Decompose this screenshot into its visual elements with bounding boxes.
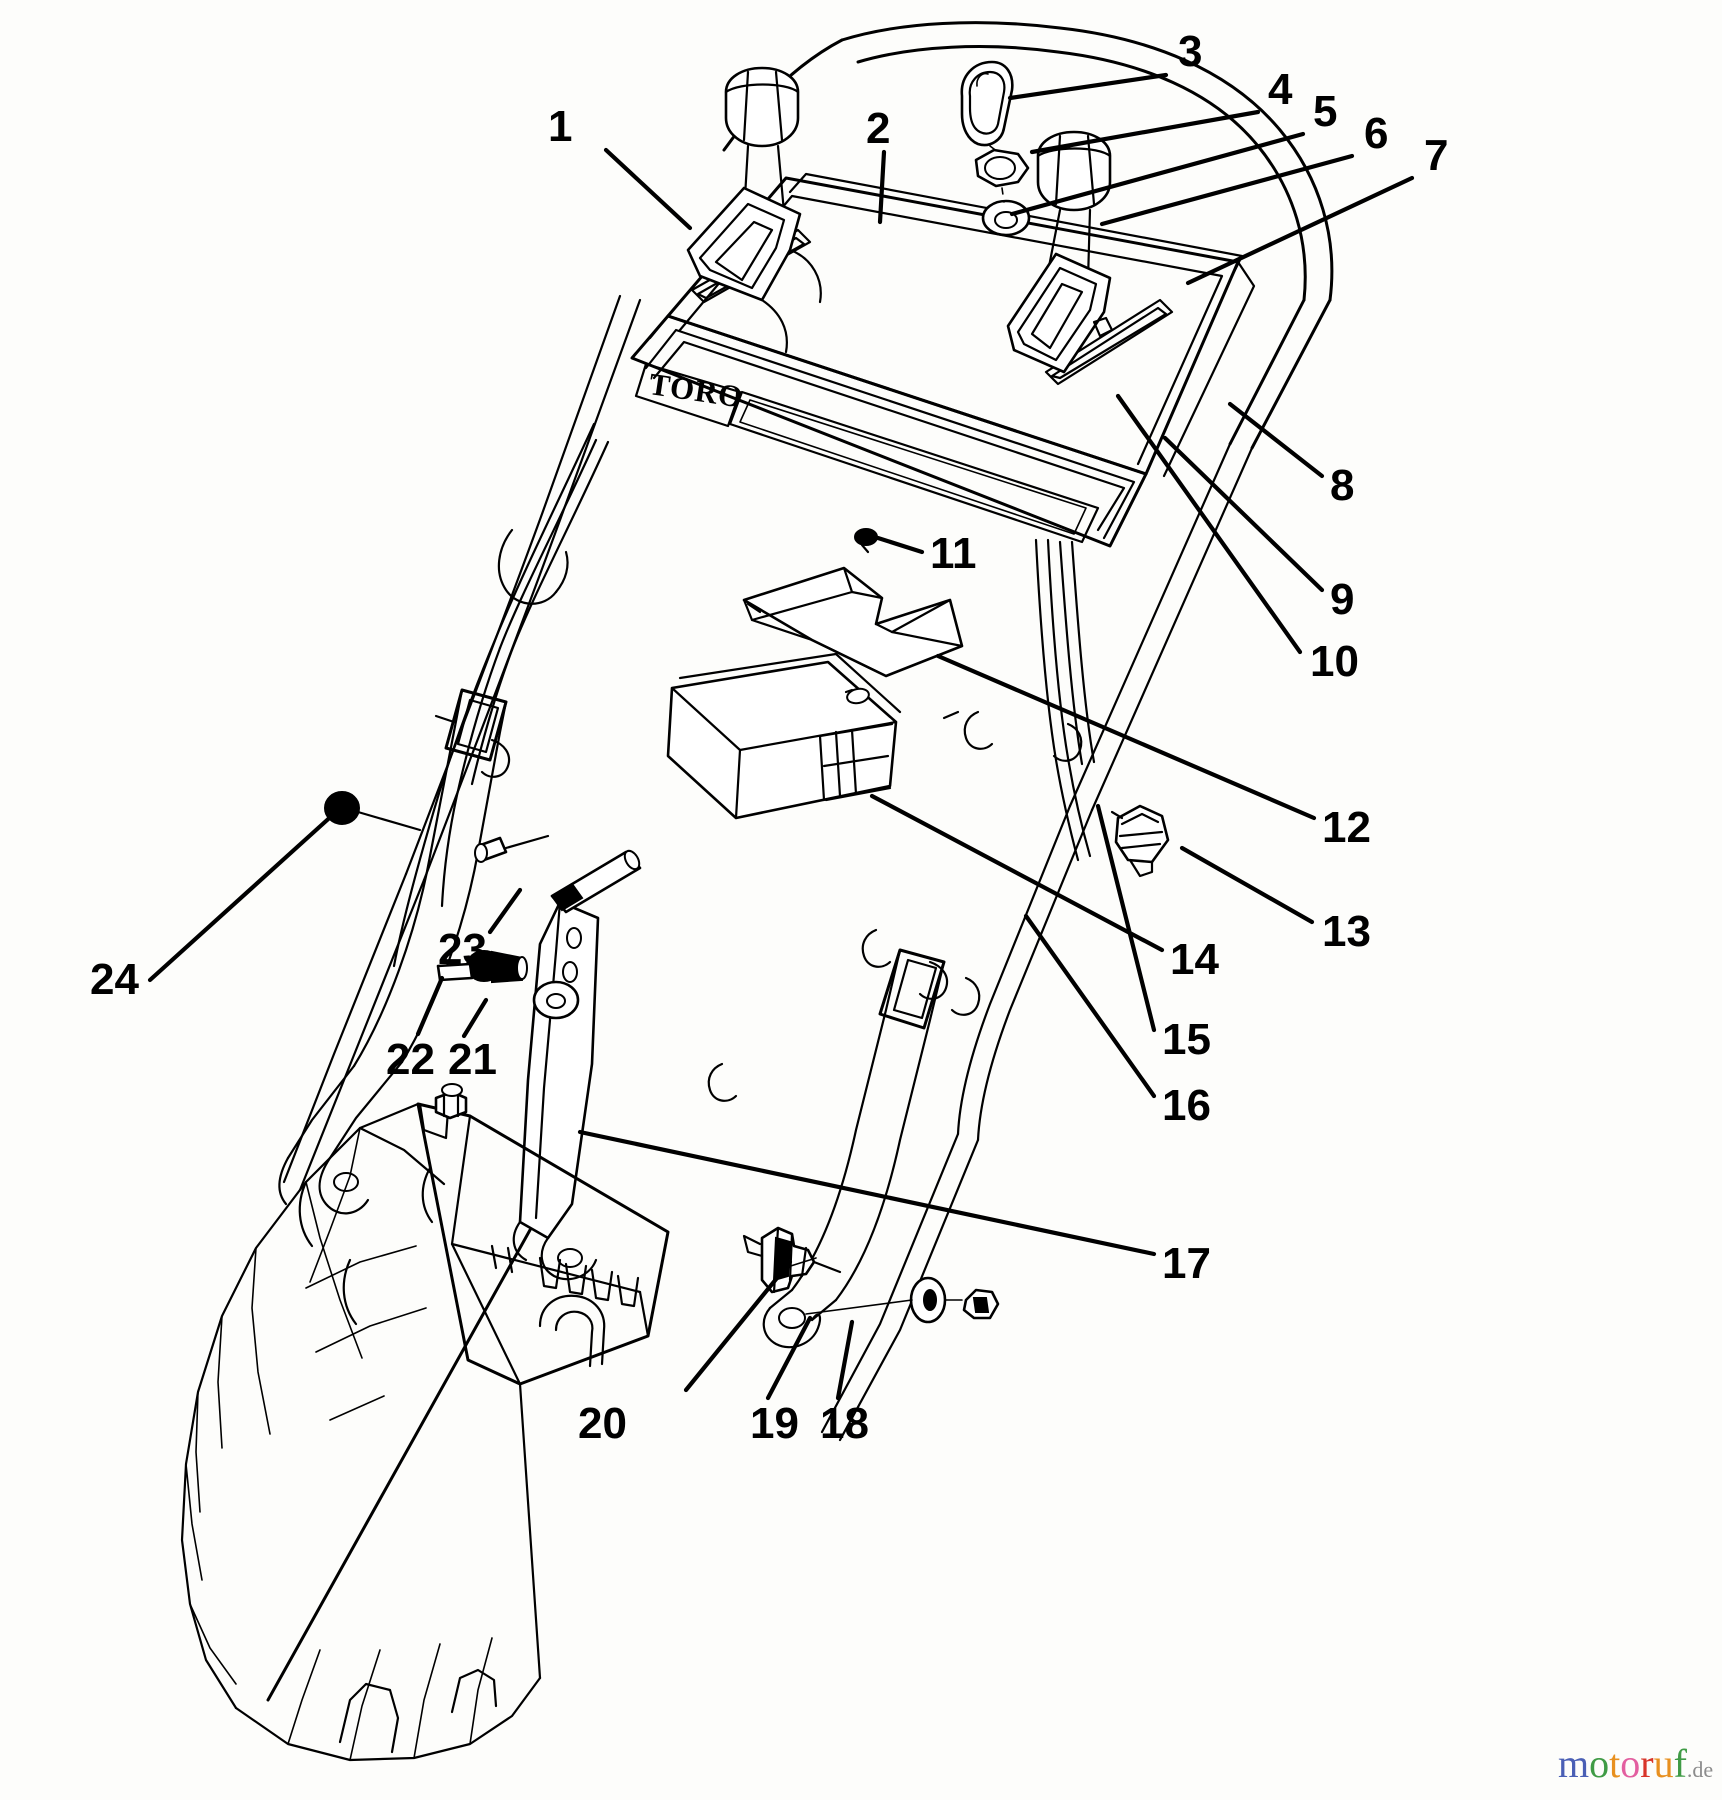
leader-line-19 [765,1315,813,1401]
leader-line-23 [487,887,523,935]
leader-line-1 [603,147,693,231]
callout-number-9: 9 [1330,575,1355,624]
watermark-letter-4: r [1640,1741,1654,1786]
leader-line-17 [577,1129,1157,1257]
leader-line-14 [869,793,1165,953]
callout-number-7: 7 [1424,131,1449,180]
motoruf-watermark: motoruf.de [1558,1744,1713,1784]
bail-control-lever-right [1006,130,1114,374]
callout-number-19: 19 [750,1399,799,1448]
callout-number-13: 13 [1322,907,1371,956]
watermark-letter-2: t [1609,1741,1621,1786]
leader-line-10 [1115,393,1303,655]
callout-number-6: 6 [1364,109,1389,158]
callout-number-21: 21 [448,1035,497,1084]
callout-number-20: 20 [578,1399,627,1448]
leader-line-15 [1095,803,1157,1033]
watermark-letter-5: u [1653,1741,1674,1786]
battery-box-part14 [666,652,902,820]
cable-clip-part3 [960,60,1014,147]
leader-line-7 [1185,175,1415,286]
fastener-part11 [854,528,878,554]
callout-leader-lines [147,72,1415,1401]
callout-number-18: 18 [820,1399,869,1448]
leader-line-9 [1162,435,1325,593]
callout-number-10: 10 [1310,637,1359,686]
leader-line-13 [1179,845,1315,925]
switch-connector-part13 [1110,804,1170,878]
callout-number-24: 24 [90,955,139,1004]
leader-line-18 [835,1319,855,1401]
battery-cover-bracket-part12 [742,566,964,720]
callout-number-15: 15 [1162,1015,1211,1064]
callout-number-23: 23 [438,925,487,974]
callout-number-8: 8 [1330,461,1355,510]
assembly-axis-dashes [989,145,1005,203]
washer-part19 [909,1276,947,1324]
handle-bail-tube [282,21,1334,1442]
bail-control-lever-left [686,66,822,354]
clevis-pin-part23b [436,962,474,982]
leader-line-22 [415,975,445,1037]
watermark-suffix: .de [1686,1757,1714,1782]
callout-number-11: 11 [930,529,977,578]
hex-nut-part18 [962,1288,1000,1320]
spark-plug-stud-part20 [742,1226,842,1294]
leader-line-21 [461,997,489,1039]
leader-line-16 [1023,913,1157,1099]
callout-number-3: 3 [1178,27,1203,76]
bolt-part22 [466,950,528,984]
callout-number-22: 22 [386,1035,435,1084]
grass-bag [180,1102,542,1762]
ball-knob-part24 [324,791,422,832]
callout-number-4: 4 [1268,65,1293,114]
hex-nut-part4 [974,148,1030,188]
leader-line-11 [875,535,925,555]
leader-line-3 [1007,72,1169,101]
left-lower-handle-arm [278,688,511,1215]
callout-number-16: 16 [1162,1081,1211,1130]
washer-part21 [532,980,580,1020]
washer-grommet-part5 [981,199,1031,237]
watermark-letter-6: f [1673,1741,1687,1786]
handle-mount-plate [512,900,600,1281]
control-cable-bundle [392,422,1096,1102]
watermark-letter-3: o [1620,1741,1641,1786]
small-rod [474,834,550,863]
pin-part23 [550,849,642,914]
leader-line-20 [683,1259,793,1393]
callout-number-1: 1 [548,102,573,151]
callout-number-14: 14 [1170,935,1219,984]
leader-line-4 [1029,109,1261,155]
leader-line-6 [1099,153,1355,227]
callout-number-17: 17 [1162,1239,1211,1288]
callout-number-12: 12 [1322,803,1371,852]
leader-line-24 [147,809,339,983]
callout-number-5: 5 [1313,87,1338,136]
leader-line-8 [1227,401,1325,479]
watermark-letter-1: o [1589,1741,1610,1786]
leader-line-5 [1009,131,1306,217]
leader-line-2 [877,149,887,225]
callout-number-2: 2 [866,104,891,153]
leader-line-12 [935,653,1317,821]
watermark-letter-0: m [1558,1741,1590,1786]
